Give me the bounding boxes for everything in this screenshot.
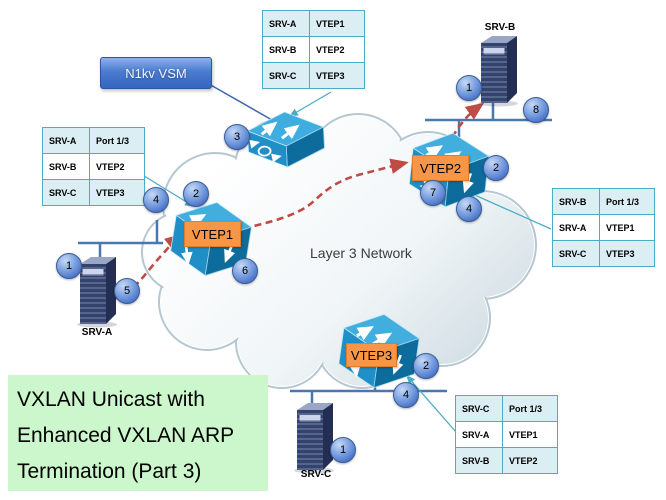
step-badge: 2 — [183, 181, 209, 207]
mapping-table-top: SRV-A VTEP1 SRV-B VTEP2 SRV-C VTEP3 — [262, 10, 365, 89]
step-badge: 2 — [483, 155, 509, 181]
srv-c-label: SRV-C — [300, 469, 332, 480]
table-cell: VTEP1 — [502, 421, 558, 448]
table-cell: SRV-B — [552, 188, 600, 215]
vsm-connector-line — [208, 83, 273, 121]
srv-a-label: SRV-A — [81, 327, 113, 338]
table-cell: SRV-A — [455, 421, 503, 448]
step-badge: 4 — [143, 187, 169, 213]
table-cell: VTEP2 — [309, 36, 365, 63]
server-tower-icon-srv-b — [478, 36, 518, 107]
slide-title-line: Termination (Part 3) — [17, 460, 202, 483]
n1kv-vsm-label: N1kv VSM — [125, 65, 187, 81]
step-badge: 3 — [224, 124, 250, 150]
step-badge: 6 — [232, 258, 258, 284]
table-cell: Port 1/3 — [599, 188, 655, 215]
mapping-table-right: SRV-B Port 1/3 SRV-A VTEP1 SRV-C VTEP3 — [552, 188, 655, 267]
table-cell: SRV-C — [455, 395, 503, 422]
callout-arrow — [135, 91, 552, 433]
cloud-shape — [141, 113, 537, 389]
table-cell: SRV-A — [262, 10, 310, 37]
slide-title-line: Enhanced VXLAN ARP — [17, 424, 235, 447]
table-cell: SRV-A — [552, 214, 600, 241]
table-cell: VTEP1 — [599, 214, 655, 241]
slide-title-box: VXLAN Unicast with Enhanced VXLAN ARP Te… — [8, 375, 268, 491]
step-badge: 5 — [114, 278, 140, 304]
mapping-table-left: SRV-A Port 1/3 SRV-B VTEP2 SRV-C VTEP3 — [42, 127, 145, 206]
table-cell: VTEP3 — [599, 240, 655, 267]
step-badge: 8 — [523, 97, 549, 123]
vtep3-tag: VTEP3 — [346, 343, 397, 367]
step-badge: 2 — [413, 353, 439, 379]
srv-b-label: SRV-B — [484, 22, 516, 33]
table-cell: VTEP2 — [89, 153, 145, 180]
table-cell: SRV-B — [455, 447, 503, 474]
vtep1-tag: VTEP1 — [184, 221, 241, 247]
table-cell: Port 1/3 — [502, 395, 558, 422]
step-badge: 4 — [393, 382, 419, 408]
mapping-table-bottom-right: SRV-C Port 1/3 SRV-A VTEP1 SRV-B VTEP2 — [455, 395, 558, 474]
n1kv-vsm-box: N1kv VSM — [100, 57, 212, 89]
table-cell: SRV-A — [42, 127, 90, 154]
table-cell: VTEP2 — [502, 447, 558, 474]
table-cell: SRV-C — [42, 179, 90, 206]
table-cell: SRV-C — [262, 62, 310, 89]
table-cell: SRV-B — [262, 36, 310, 63]
server-tower-icon-srv-c — [294, 403, 334, 474]
table-cell: VTEP3 — [309, 62, 365, 89]
server-tower-icon-srv-a — [77, 257, 117, 328]
slide-title-line: VXLAN Unicast with — [17, 388, 205, 411]
step-badge: 1 — [330, 437, 356, 463]
vtep2-tag: VTEP2 — [412, 155, 469, 181]
cloud-label: Layer 3 Network — [310, 245, 412, 261]
step-badge: 1 — [56, 253, 82, 279]
table-cell: SRV-B — [42, 153, 90, 180]
table-cell: Port 1/3 — [89, 127, 145, 154]
step-badge: 4 — [456, 196, 482, 222]
table-cell: SRV-C — [552, 240, 600, 267]
table-cell: VTEP3 — [89, 179, 145, 206]
table-cell: VTEP1 — [309, 10, 365, 37]
step-badge: 7 — [420, 180, 446, 206]
step-badge: 1 — [456, 75, 482, 101]
